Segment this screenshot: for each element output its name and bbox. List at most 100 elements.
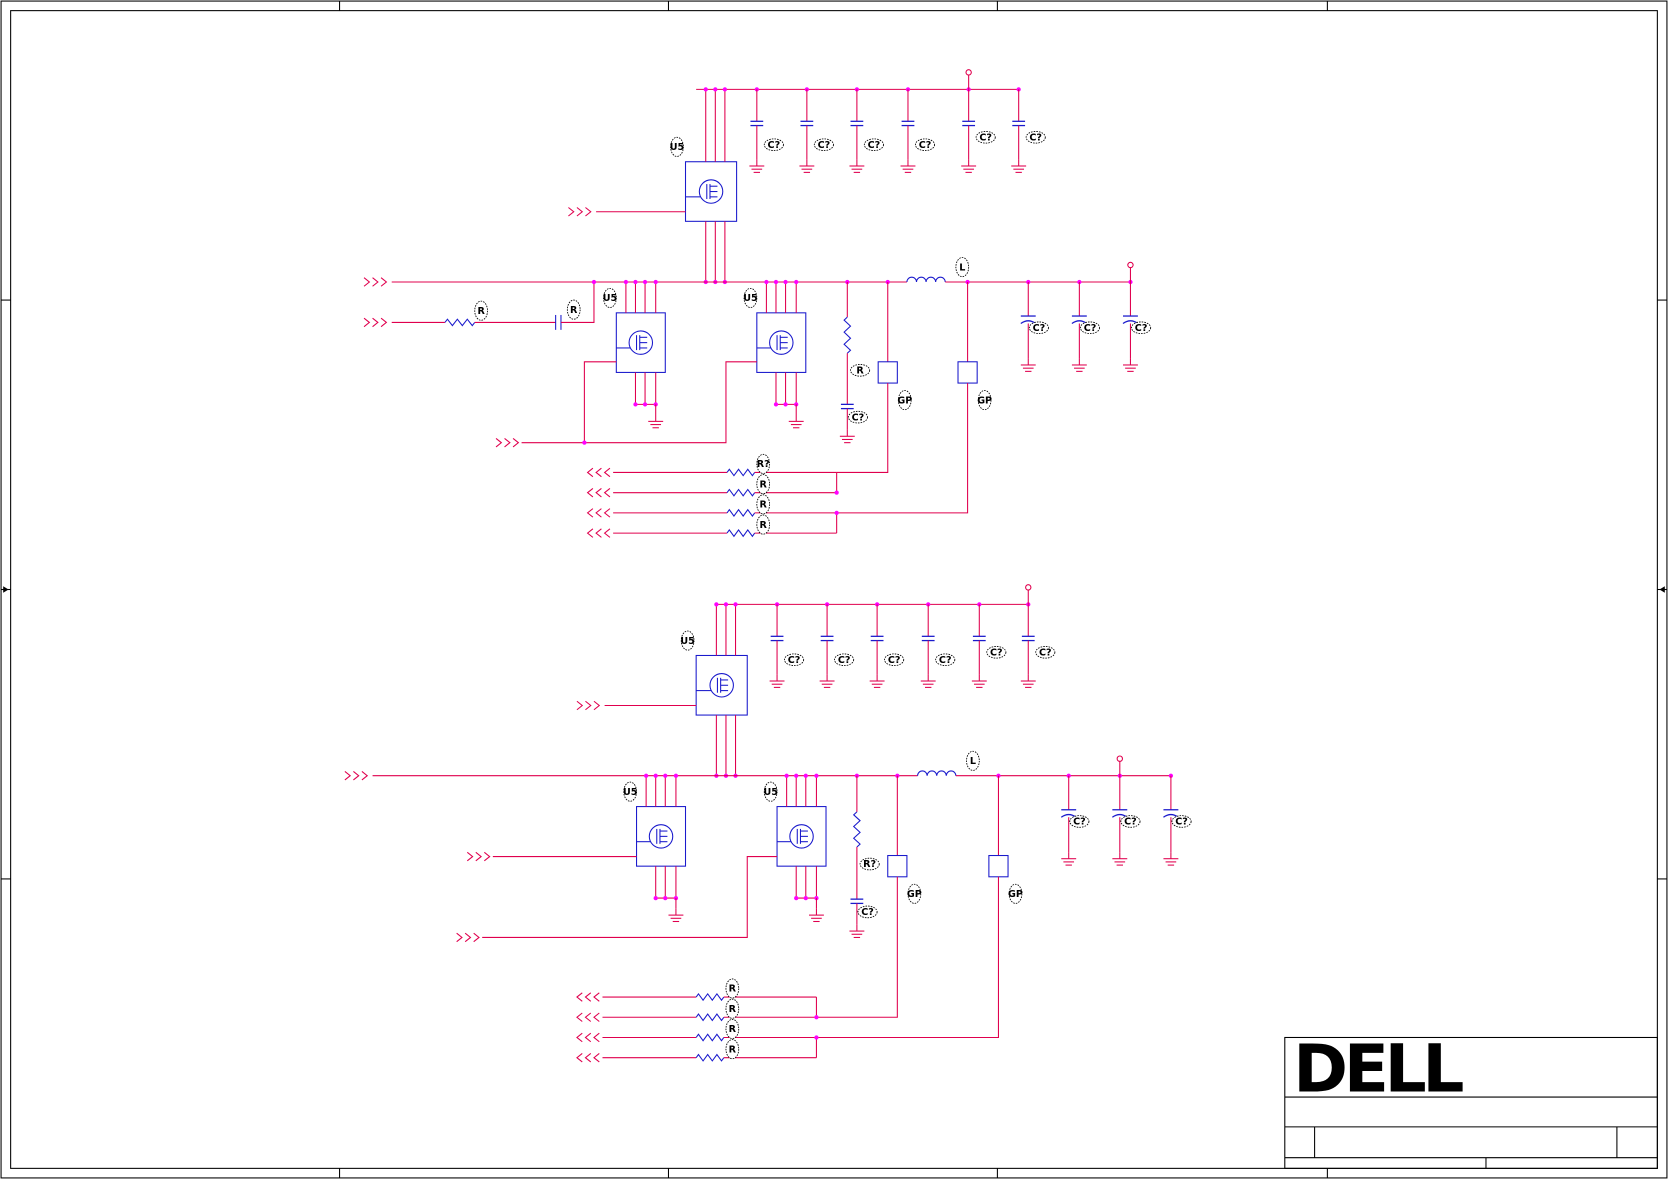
component-label: GP bbox=[1008, 883, 1023, 904]
label-text: GP bbox=[977, 395, 992, 406]
junction-dot bbox=[794, 773, 799, 778]
frame-arrow-right bbox=[1659, 586, 1665, 593]
label-text: C? bbox=[768, 140, 781, 151]
component-label: L bbox=[966, 750, 980, 771]
ground-symbol bbox=[648, 414, 664, 429]
label-bubble bbox=[474, 300, 488, 321]
resistor bbox=[695, 1013, 725, 1022]
mosfet-icon bbox=[769, 330, 794, 355]
label-bubble bbox=[955, 257, 970, 278]
mosfet bbox=[684, 161, 738, 222]
component-label: R bbox=[725, 1039, 740, 1060]
label-bubble bbox=[1008, 883, 1023, 904]
capacitor bbox=[820, 635, 834, 642]
label-text: C? bbox=[788, 655, 801, 666]
label-text: C? bbox=[1124, 817, 1137, 828]
component-label: R? bbox=[859, 857, 880, 871]
mosfet-body bbox=[756, 312, 807, 373]
resistor bbox=[726, 508, 756, 517]
label-bubble bbox=[975, 130, 996, 144]
label-bubble bbox=[915, 138, 936, 151]
port-arrow-in bbox=[495, 437, 520, 448]
component-label: C? bbox=[763, 138, 784, 151]
label-bubble bbox=[966, 750, 980, 771]
junction-dot bbox=[663, 773, 668, 778]
component-label: C? bbox=[1035, 646, 1056, 659]
label-bubble bbox=[897, 390, 912, 411]
label-text: C? bbox=[1175, 817, 1188, 828]
component-label: R bbox=[725, 998, 740, 1019]
label-bubble bbox=[884, 653, 905, 667]
component-label: C? bbox=[975, 130, 996, 144]
junction-dot bbox=[703, 87, 708, 92]
ground-symbol bbox=[869, 674, 885, 688]
label-bubble bbox=[1035, 646, 1056, 659]
junction-dot bbox=[794, 402, 799, 407]
port-arrow-in bbox=[576, 700, 601, 711]
label-text: U5 bbox=[623, 787, 637, 798]
ground-symbol bbox=[819, 674, 835, 688]
mosfet bbox=[636, 806, 687, 867]
label-bubble bbox=[756, 514, 771, 535]
label-text: C? bbox=[919, 140, 932, 151]
label-text: GP bbox=[1008, 889, 1023, 900]
junction-dot bbox=[834, 510, 839, 516]
port-arrow-out bbox=[576, 1012, 600, 1022]
junction-dot bbox=[965, 279, 970, 285]
label-bubble bbox=[1069, 815, 1090, 828]
junction-dot bbox=[673, 773, 679, 778]
port-arrow-in bbox=[456, 932, 480, 943]
label-text: C? bbox=[838, 655, 851, 666]
component-label: C? bbox=[1131, 321, 1152, 335]
label-bubble bbox=[850, 364, 871, 377]
label-text: R bbox=[729, 1044, 737, 1055]
component-label: C? bbox=[1069, 815, 1090, 828]
junction-dot bbox=[814, 1015, 819, 1020]
wire bbox=[482, 856, 778, 938]
capacitor bbox=[800, 120, 814, 127]
capacitor bbox=[850, 120, 864, 127]
label-text: R bbox=[570, 305, 578, 316]
component-label: C? bbox=[884, 653, 905, 667]
resistor bbox=[726, 468, 756, 477]
junction-dot bbox=[773, 402, 779, 407]
junction-dot bbox=[733, 602, 738, 607]
ground-symbol bbox=[1020, 674, 1036, 688]
junction-dot bbox=[764, 279, 769, 285]
capacitor bbox=[1012, 120, 1026, 127]
label-text: C? bbox=[818, 140, 831, 151]
junction-dot bbox=[653, 773, 658, 778]
junction-dot bbox=[713, 87, 718, 92]
port-arrow-out bbox=[576, 1032, 600, 1043]
label-bubble bbox=[623, 781, 637, 802]
label-text: R? bbox=[863, 859, 876, 870]
ground-symbol bbox=[668, 908, 684, 923]
label-bubble bbox=[756, 494, 771, 515]
component-label: C? bbox=[834, 653, 855, 667]
component-label: GP bbox=[907, 883, 922, 904]
junction-dot bbox=[803, 773, 808, 778]
label-bubble bbox=[1079, 321, 1101, 335]
junction-dot bbox=[834, 490, 839, 495]
component-label: U5 bbox=[680, 630, 695, 651]
label-bubble bbox=[863, 138, 884, 151]
ground-symbol bbox=[1061, 852, 1077, 866]
junction-dot bbox=[623, 279, 629, 285]
ground-symbol bbox=[900, 159, 916, 173]
junction-dot bbox=[845, 279, 850, 285]
svg-text:DELL: DELL bbox=[1293, 1031, 1463, 1108]
component-label: R bbox=[474, 300, 488, 321]
inductor bbox=[906, 276, 946, 283]
label-text: C? bbox=[990, 647, 1003, 658]
resistor bbox=[843, 316, 852, 354]
wire bbox=[816, 876, 898, 1018]
label-text: R? bbox=[757, 459, 770, 470]
junction-dot bbox=[653, 895, 658, 901]
label-bubble bbox=[566, 299, 581, 320]
label-text: L bbox=[959, 262, 965, 273]
capacitor bbox=[750, 120, 764, 127]
label-text: R bbox=[477, 306, 485, 317]
label-text: U5 bbox=[680, 636, 694, 647]
